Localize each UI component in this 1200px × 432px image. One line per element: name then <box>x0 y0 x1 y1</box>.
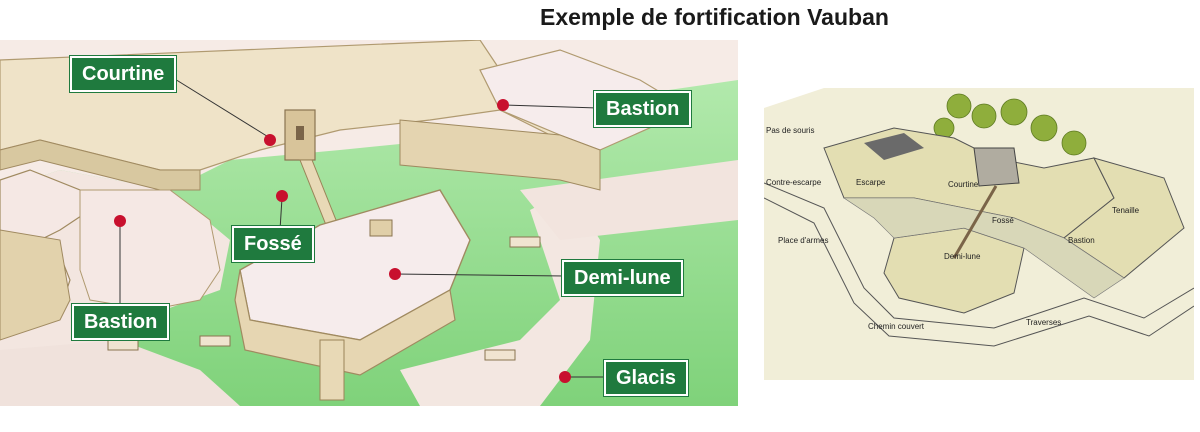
sketch-label-contre-escarpe: Contre-escarpe <box>766 178 822 187</box>
traverse-block <box>509 236 541 248</box>
sketch-bridge <box>952 185 998 259</box>
sketch-label-courtine: Courtine <box>948 180 979 189</box>
label-bastion-right: Bastion <box>594 91 692 127</box>
gate-house <box>973 147 1020 187</box>
left-bastion-face <box>0 229 71 341</box>
marker-fosse <box>276 190 288 202</box>
sketch-label-demi-lune: Demi-lune <box>944 252 981 261</box>
sketch-chemin-couvert <box>764 182 1194 329</box>
traverse-block <box>199 335 231 347</box>
lower-bridge <box>319 339 345 401</box>
sketch-label-escarpe: Escarpe <box>856 178 886 187</box>
gate-door <box>296 126 304 140</box>
sketch-label-pas-de-souris: Pas de souris <box>766 126 815 135</box>
sketch-label-fosse: Fossé <box>992 216 1014 225</box>
left-illustration: Courtine Bastion Fossé Demi-lune Bastion… <box>0 40 738 406</box>
traverse-block <box>484 349 516 361</box>
sketch-fosse <box>843 197 1125 299</box>
sketch-label-place-d-armes: Place d'armes <box>778 236 829 245</box>
path-lower-left <box>0 340 240 406</box>
marker-courtine <box>264 134 276 146</box>
guard-post <box>369 219 393 237</box>
fortification-sketch <box>764 88 1194 380</box>
sketch-label-chemin-couvert: Chemin couvert <box>868 322 925 331</box>
path-upper-right <box>520 160 738 240</box>
label-demi-lune: Demi-lune <box>562 260 683 296</box>
path-right <box>400 190 600 406</box>
marker-bastion-left <box>114 215 126 227</box>
sketch-label-tenaille: Tenaille <box>1112 206 1140 215</box>
sketch-glacis-edge <box>764 197 1194 347</box>
leader-lines <box>119 75 605 378</box>
label-fosse: Fossé <box>232 226 314 262</box>
sketch-label-traverses: Traverses <box>1026 318 1062 327</box>
label-glacis: Glacis <box>604 360 689 396</box>
right-bastion-wall <box>399 119 601 191</box>
sketch-label-bastion: Bastion <box>1068 236 1095 245</box>
upper-rampart-face <box>0 139 201 191</box>
page-title: Exemple de fortification Vauban <box>540 4 889 30</box>
label-bastion-left: Bastion <box>72 304 170 340</box>
marker-bastion-right <box>497 99 509 111</box>
building <box>864 133 924 160</box>
label-courtine: Courtine <box>70 56 177 92</box>
traverse-block <box>107 339 139 351</box>
marker-glacis <box>559 371 571 383</box>
demi-lune-wall <box>234 269 456 376</box>
right-illustration: Pas de souris Contre-escarpe Escarpe Cou… <box>764 88 1194 380</box>
trees <box>933 93 1087 156</box>
marker-demi-lune <box>389 268 401 280</box>
markers <box>114 99 571 383</box>
